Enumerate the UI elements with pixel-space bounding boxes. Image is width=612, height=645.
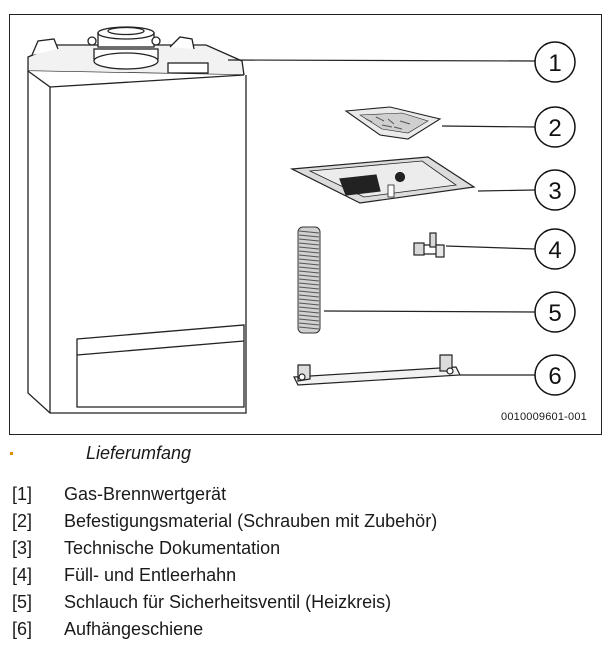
hose-rib bbox=[298, 278, 320, 282]
legend-number: [4] bbox=[12, 565, 33, 585]
legend-item: [3] Technische Dokumentation bbox=[12, 537, 437, 564]
legend-text: Aufhängeschiene bbox=[64, 619, 204, 639]
callout-3-label: 3 bbox=[548, 178, 561, 205]
legend-item: [5] Schlauch für Sicherheitsventil (Heizk… bbox=[12, 591, 437, 618]
hose-rib bbox=[298, 294, 320, 298]
hose-rib bbox=[298, 242, 320, 246]
hose-rib bbox=[298, 306, 320, 310]
callout-3: 3 bbox=[534, 169, 576, 211]
legend-text: Gas-Brennwertgerät bbox=[64, 484, 227, 504]
legend-item: [4] Füll- und Entleerhahn bbox=[12, 564, 437, 591]
legend-text: Technische Dokumentation bbox=[64, 538, 281, 558]
callout-4: 4 bbox=[534, 228, 576, 270]
boiler-illustration bbox=[27, 26, 247, 414]
figure-frame: 1 2 3 4 5 6 0010009601-001 bbox=[9, 14, 602, 435]
documentation-illustration bbox=[289, 156, 476, 204]
hose-rib bbox=[298, 246, 320, 250]
callout-5-label: 5 bbox=[548, 300, 561, 327]
legend-number: [2] bbox=[12, 511, 33, 531]
safety-valve-hose-illustration bbox=[297, 226, 321, 334]
hose-rib bbox=[298, 318, 320, 322]
hose-rib bbox=[298, 314, 320, 318]
hose-rib bbox=[298, 282, 320, 286]
mounting-rail-illustration bbox=[293, 354, 461, 386]
callout-5: 5 bbox=[534, 291, 576, 333]
legend-number: [1] bbox=[12, 484, 33, 504]
fixing-material-illustration bbox=[344, 106, 442, 140]
legend-item: [1] Gas-Brennwertgerät bbox=[12, 483, 437, 510]
legend-text: Füll- und Entleerhahn bbox=[64, 565, 237, 585]
hose-rib bbox=[298, 234, 320, 238]
caption-marker bbox=[10, 452, 13, 455]
callout-6-label: 6 bbox=[548, 363, 561, 390]
hose-rib bbox=[298, 322, 320, 326]
legend-text: Befestigungsmaterial (Schrauben mit Zube… bbox=[64, 511, 438, 531]
hose-rib bbox=[298, 286, 320, 290]
hose-rib bbox=[298, 238, 320, 242]
scope-of-delivery-illustration: 1 2 3 4 5 6 bbox=[27, 26, 576, 414]
leader-lines bbox=[227, 59, 536, 376]
legend-item: [6] Aufhängeschiene bbox=[12, 618, 437, 645]
callout-2-label: 2 bbox=[548, 115, 561, 142]
hose-rib bbox=[298, 326, 320, 330]
figure-code: 0010009601-001 bbox=[501, 411, 587, 423]
hose-rib bbox=[298, 310, 320, 314]
hose-rib bbox=[298, 254, 320, 258]
hose-rib bbox=[298, 298, 320, 302]
hose-rib bbox=[298, 266, 320, 270]
callout-2: 2 bbox=[534, 106, 576, 148]
legend-item: [2] Befestigungsmaterial (Schrauben mit Z… bbox=[12, 510, 437, 537]
hose-rib bbox=[298, 302, 320, 306]
legend-number: [3] bbox=[12, 538, 33, 558]
callout-6: 6 bbox=[534, 354, 576, 396]
hose-rib bbox=[298, 258, 320, 262]
legend-number: [6] bbox=[12, 619, 33, 639]
callout-1-label: 1 bbox=[548, 50, 561, 77]
callout-4-label: 4 bbox=[548, 237, 561, 264]
legend-text: Schlauch für Sicherheitsventil (Heizkrei… bbox=[64, 592, 392, 612]
legend-number: [5] bbox=[12, 592, 33, 612]
hose-rib bbox=[298, 250, 320, 254]
hose-rib bbox=[298, 274, 320, 278]
hose-rib bbox=[298, 270, 320, 274]
hose-rib bbox=[298, 230, 320, 234]
hose-rib bbox=[298, 262, 320, 266]
figure-caption: Lieferumfang bbox=[86, 443, 192, 463]
drain-cock-illustration bbox=[413, 232, 445, 258]
callout-1: 1 bbox=[534, 41, 576, 83]
hose-rib bbox=[298, 290, 320, 294]
legend-list: [1] Gas-Brennwertgerät [2] Befestigungsmat… bbox=[12, 483, 437, 645]
